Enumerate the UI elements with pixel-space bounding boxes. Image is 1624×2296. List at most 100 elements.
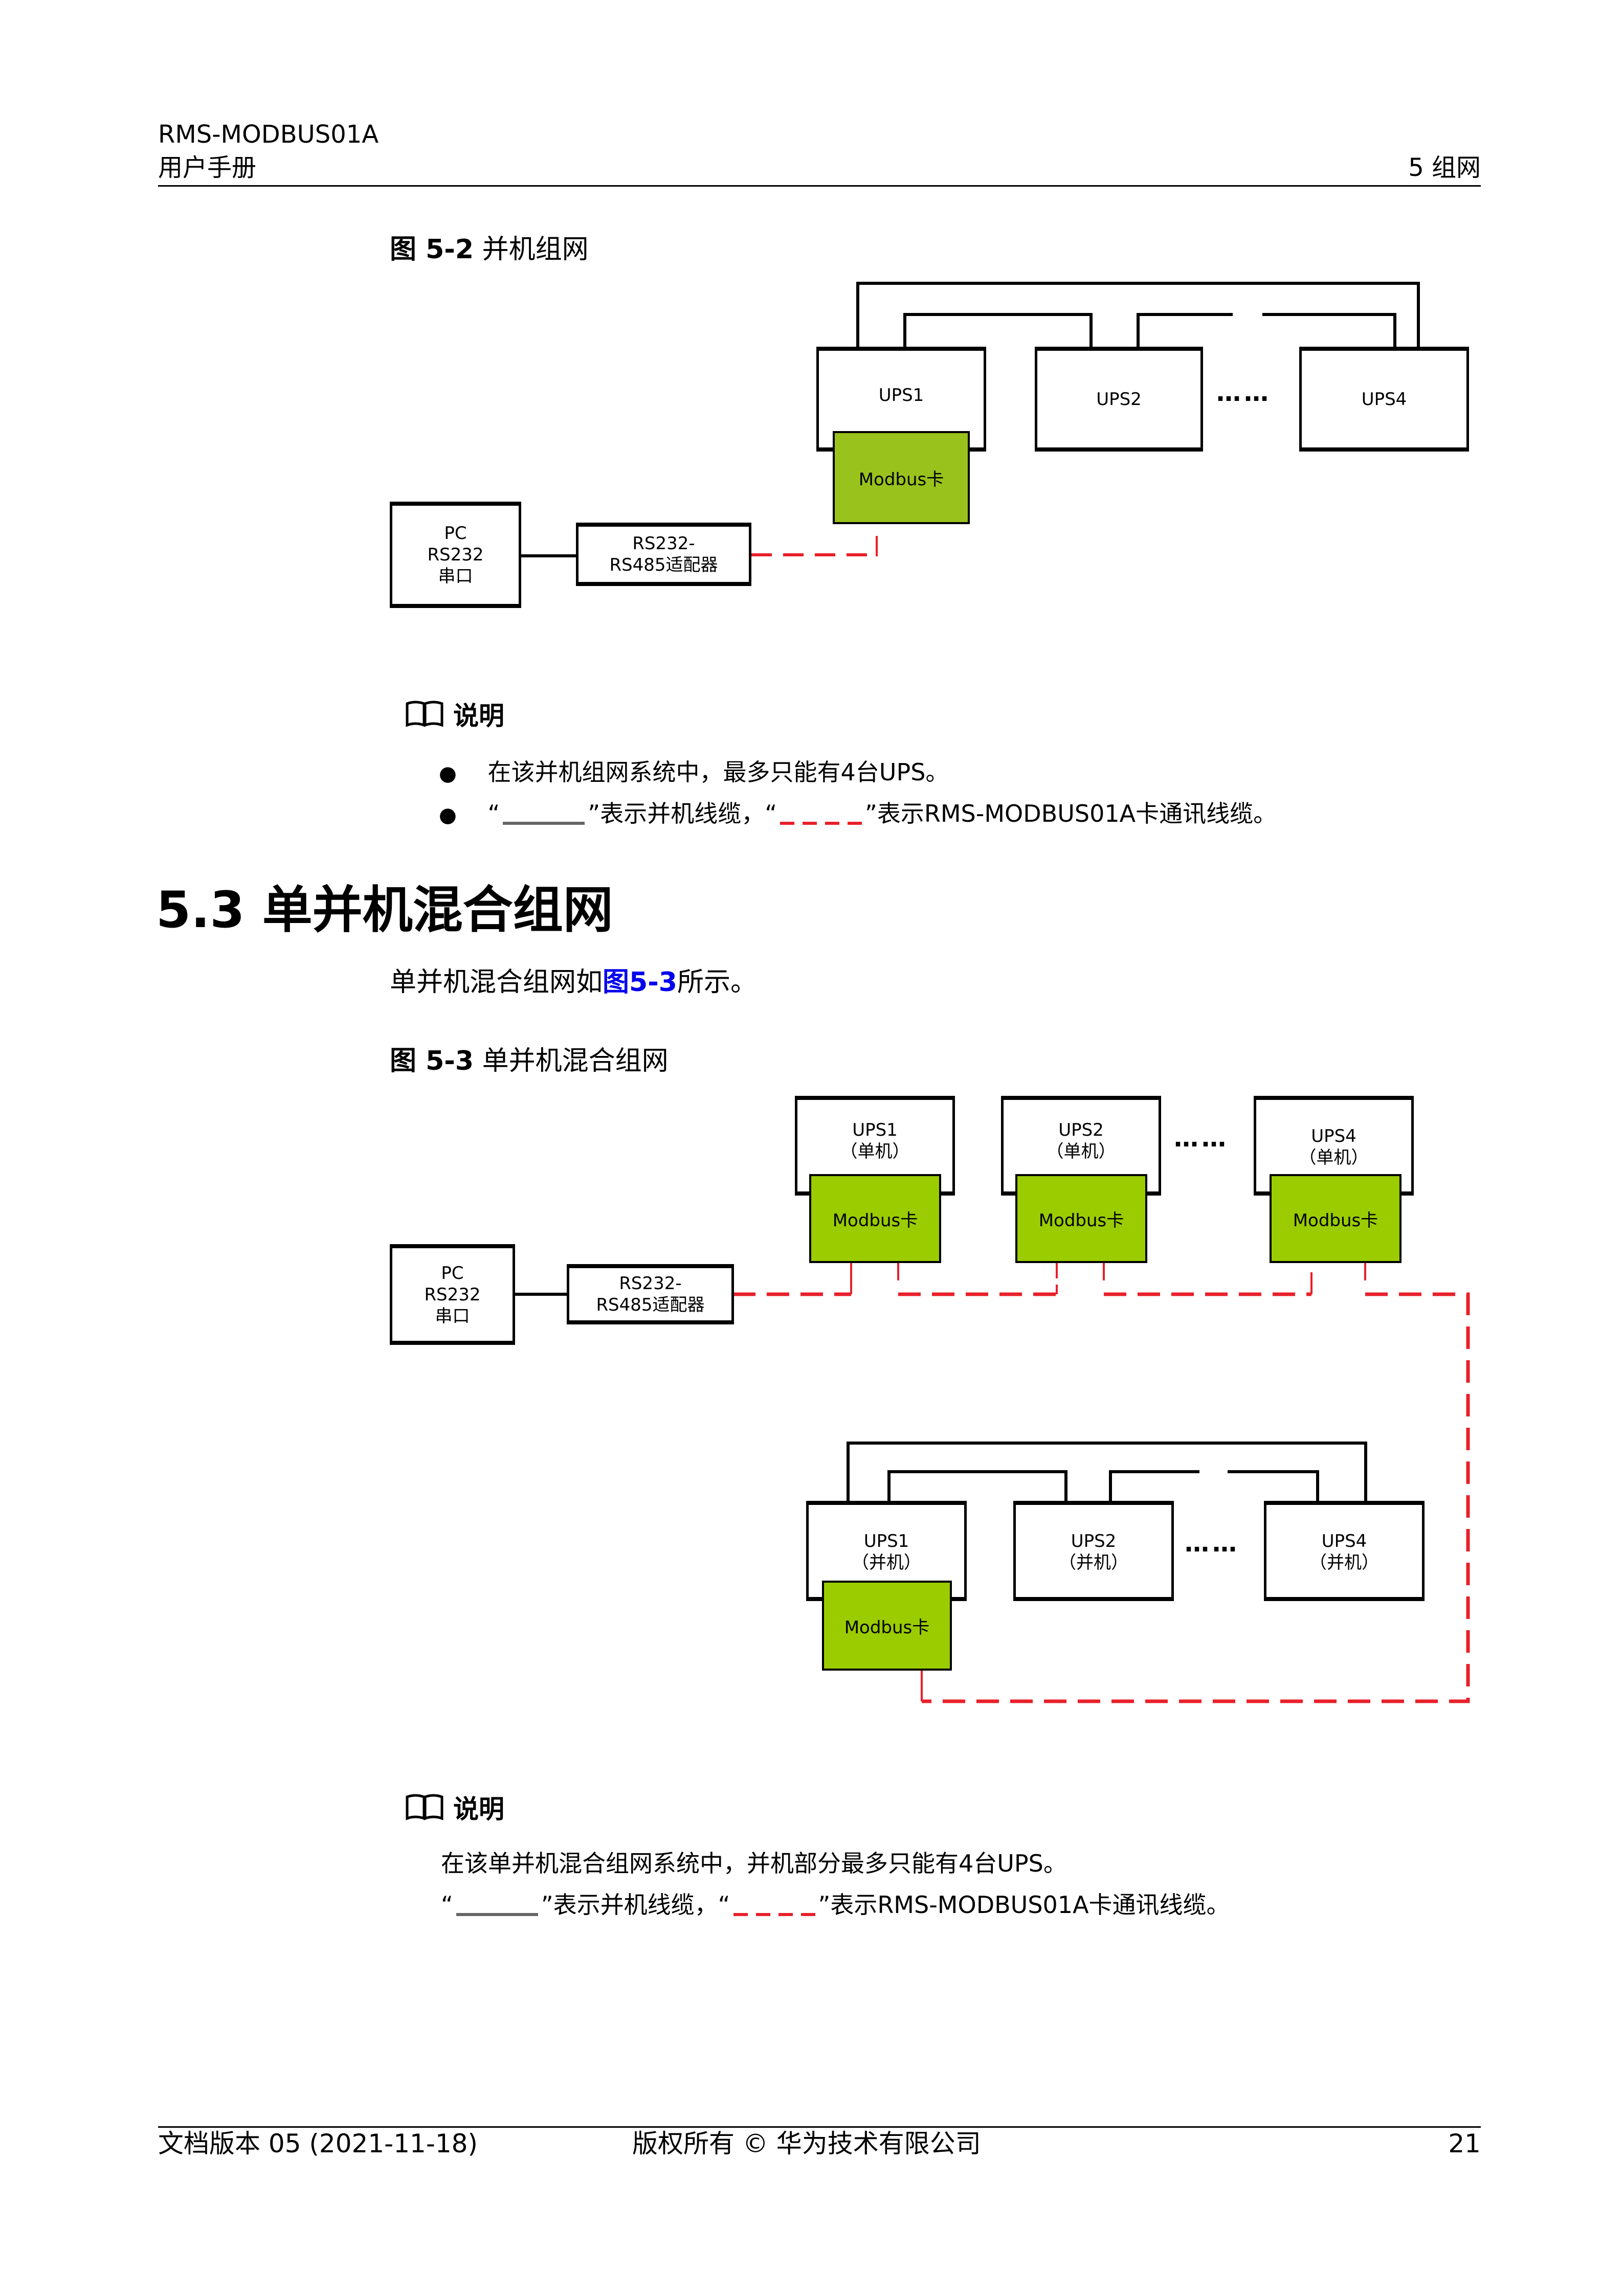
quote-mark: “ bbox=[441, 1891, 453, 1919]
note-item-text: ”表示并机线缆，“ bbox=[588, 800, 777, 827]
ups-mode: （单机） bbox=[1299, 1147, 1369, 1168]
note-line-text: ”表示并机线缆，“ bbox=[541, 1891, 730, 1919]
adapter-label: RS232- bbox=[619, 1273, 682, 1294]
ups-mode: （并机） bbox=[1309, 1552, 1379, 1573]
ellipsis: …… bbox=[1185, 1529, 1240, 1558]
note-heading: 说明 bbox=[405, 1789, 504, 1826]
adapter-label: RS485适配器 bbox=[609, 555, 718, 575]
card-label: Modbus卡 bbox=[1293, 1210, 1378, 1231]
ups-label: UPS1 bbox=[852, 1120, 898, 1140]
card-label: Modbus卡 bbox=[832, 1210, 918, 1231]
adapter-box: RS232- RS485适配器 bbox=[567, 1264, 734, 1324]
note-heading-text: 说明 bbox=[453, 701, 504, 731]
header-doc-type: 用户手册 bbox=[158, 153, 257, 182]
ups-label: UPS1 bbox=[863, 1531, 909, 1551]
parallel-cable bbox=[1109, 1470, 1199, 1501]
adapter-label: RS485适配器 bbox=[596, 1295, 705, 1315]
section-title: 5.3 单并机混合组网 bbox=[156, 882, 613, 938]
card-label: Modbus卡 bbox=[858, 469, 944, 490]
note-item: ● 在该并机组网系统中，最多只能有4台UPS。 bbox=[439, 758, 949, 788]
figure-5-3-caption: 图 5-3 单并机混合组网 bbox=[390, 1046, 669, 1076]
note-item: ● “ ”表示并机线缆，“ ”表示RMS-MODBUS01A卡通讯线缆。 bbox=[439, 799, 1277, 829]
figure-label: 图 5-3 bbox=[390, 1046, 474, 1076]
note-line-text: ”表示RMS-MODBUS01A卡通讯线缆。 bbox=[818, 1891, 1230, 1919]
section-heading: 单并机混合组网 bbox=[262, 881, 613, 939]
footer-rule bbox=[158, 2126, 1481, 2128]
figure-title: 并机组网 bbox=[482, 234, 589, 265]
modbus-card: Modbus卡 bbox=[809, 1174, 941, 1263]
ellipsis: …… bbox=[1174, 1124, 1229, 1153]
ups4-box: UPS4 bbox=[1299, 347, 1469, 452]
legend-parallel-cable bbox=[503, 822, 585, 825]
ups4-parallel-box: UPS4 （并机） bbox=[1264, 1501, 1425, 1601]
pc-label: 串口 bbox=[435, 1305, 470, 1326]
parallel-cable bbox=[1137, 313, 1233, 347]
ups-mode: （单机） bbox=[840, 1141, 910, 1162]
book-icon bbox=[406, 701, 443, 727]
card-label: Modbus卡 bbox=[1038, 1210, 1124, 1231]
modbus-card: Modbus卡 bbox=[822, 1581, 952, 1671]
ups-mode: （并机） bbox=[852, 1552, 921, 1573]
modbus-card: Modbus卡 bbox=[833, 431, 970, 524]
parallel-cable bbox=[903, 313, 1093, 347]
modbus-card: Modbus卡 bbox=[1270, 1174, 1401, 1263]
ups-label: UPS2 bbox=[1071, 1531, 1117, 1551]
quote-mark: “ bbox=[487, 800, 500, 827]
ups2-box: UPS2 bbox=[1035, 347, 1203, 452]
intro-text: 所示。 bbox=[677, 967, 757, 998]
header-product: RMS-MODBUS01A bbox=[158, 120, 379, 149]
pc-label: 串口 bbox=[438, 566, 473, 587]
note-item-text: 在该并机组网系统中，最多只能有4台UPS。 bbox=[487, 758, 949, 786]
figure-5-3-link[interactable]: 图5-3 bbox=[603, 967, 677, 998]
ups-mode: （单机） bbox=[1046, 1141, 1116, 1162]
ups-label: UPS4 bbox=[1321, 1531, 1367, 1551]
note-item-text: ”表示RMS-MODBUS01A卡通讯线缆。 bbox=[865, 800, 1277, 827]
pc-label: PC bbox=[444, 523, 467, 544]
pc-box: PC RS232 串口 bbox=[390, 502, 521, 608]
section-intro: 单并机混合组网如图5-3所示。 bbox=[390, 966, 757, 998]
header-chapter: 5 组网 bbox=[1408, 153, 1481, 182]
footer-version: 文档版本 05 (2021-11-18) bbox=[158, 2129, 478, 2158]
section-number: 5.3 bbox=[156, 881, 245, 939]
note-heading-text: 说明 bbox=[453, 1794, 504, 1824]
adapter-box: RS232- RS485适配器 bbox=[576, 523, 751, 586]
pc-label: RS232 bbox=[427, 545, 484, 565]
card-label: Modbus卡 bbox=[844, 1617, 930, 1638]
footer-copyright: 版权所有 © 华为技术有限公司 bbox=[632, 2129, 981, 2158]
adapter-label: RS232- bbox=[632, 533, 695, 554]
note-line: “ ”表示并机线缆，“ ”表示RMS-MODBUS01A卡通讯线缆。 bbox=[441, 1890, 1230, 1919]
legend-comm-cable bbox=[780, 822, 862, 825]
figure-5-2-caption: 图 5-2 并机组网 bbox=[390, 234, 589, 265]
ellipsis: …… bbox=[1216, 378, 1272, 407]
bullet-icon: ● bbox=[439, 803, 457, 827]
parallel-cable bbox=[847, 1442, 1367, 1501]
ups-label: UPS1 bbox=[878, 385, 924, 406]
modbus-card: Modbus卡 bbox=[1015, 1174, 1147, 1263]
parallel-cable bbox=[1228, 1470, 1319, 1501]
comm-cable bbox=[922, 1292, 1470, 1703]
note-heading: 说明 bbox=[405, 695, 504, 732]
ups-label: UPS4 bbox=[1361, 389, 1407, 410]
legend-comm-cable bbox=[733, 1913, 815, 1916]
pc-label: RS232 bbox=[424, 1284, 481, 1305]
page-number: 21 bbox=[1448, 2129, 1481, 2158]
pc-label: PC bbox=[441, 1263, 464, 1284]
book-icon bbox=[406, 1794, 443, 1820]
bullet-icon: ● bbox=[439, 762, 457, 785]
parallel-cable bbox=[1262, 313, 1396, 347]
ups-label: UPS2 bbox=[1058, 1120, 1104, 1140]
ups-mode: （并机） bbox=[1059, 1552, 1128, 1573]
note-line: 在该单并机混合组网系统中，并机部分最多只能有4台UPS。 bbox=[441, 1850, 1067, 1877]
figure-label: 图 5-2 bbox=[390, 234, 474, 265]
intro-text: 单并机混合组网如 bbox=[390, 967, 603, 998]
header-rule bbox=[158, 185, 1481, 187]
ups-label: UPS4 bbox=[1311, 1126, 1356, 1146]
legend-parallel-cable bbox=[456, 1913, 538, 1916]
parallel-cable bbox=[856, 282, 1420, 347]
parallel-cable bbox=[887, 1470, 1067, 1501]
ups2-parallel-box: UPS2 （并机） bbox=[1013, 1501, 1174, 1601]
ups-label: UPS2 bbox=[1096, 389, 1142, 410]
pc-box: PC RS232 串口 bbox=[390, 1244, 515, 1345]
